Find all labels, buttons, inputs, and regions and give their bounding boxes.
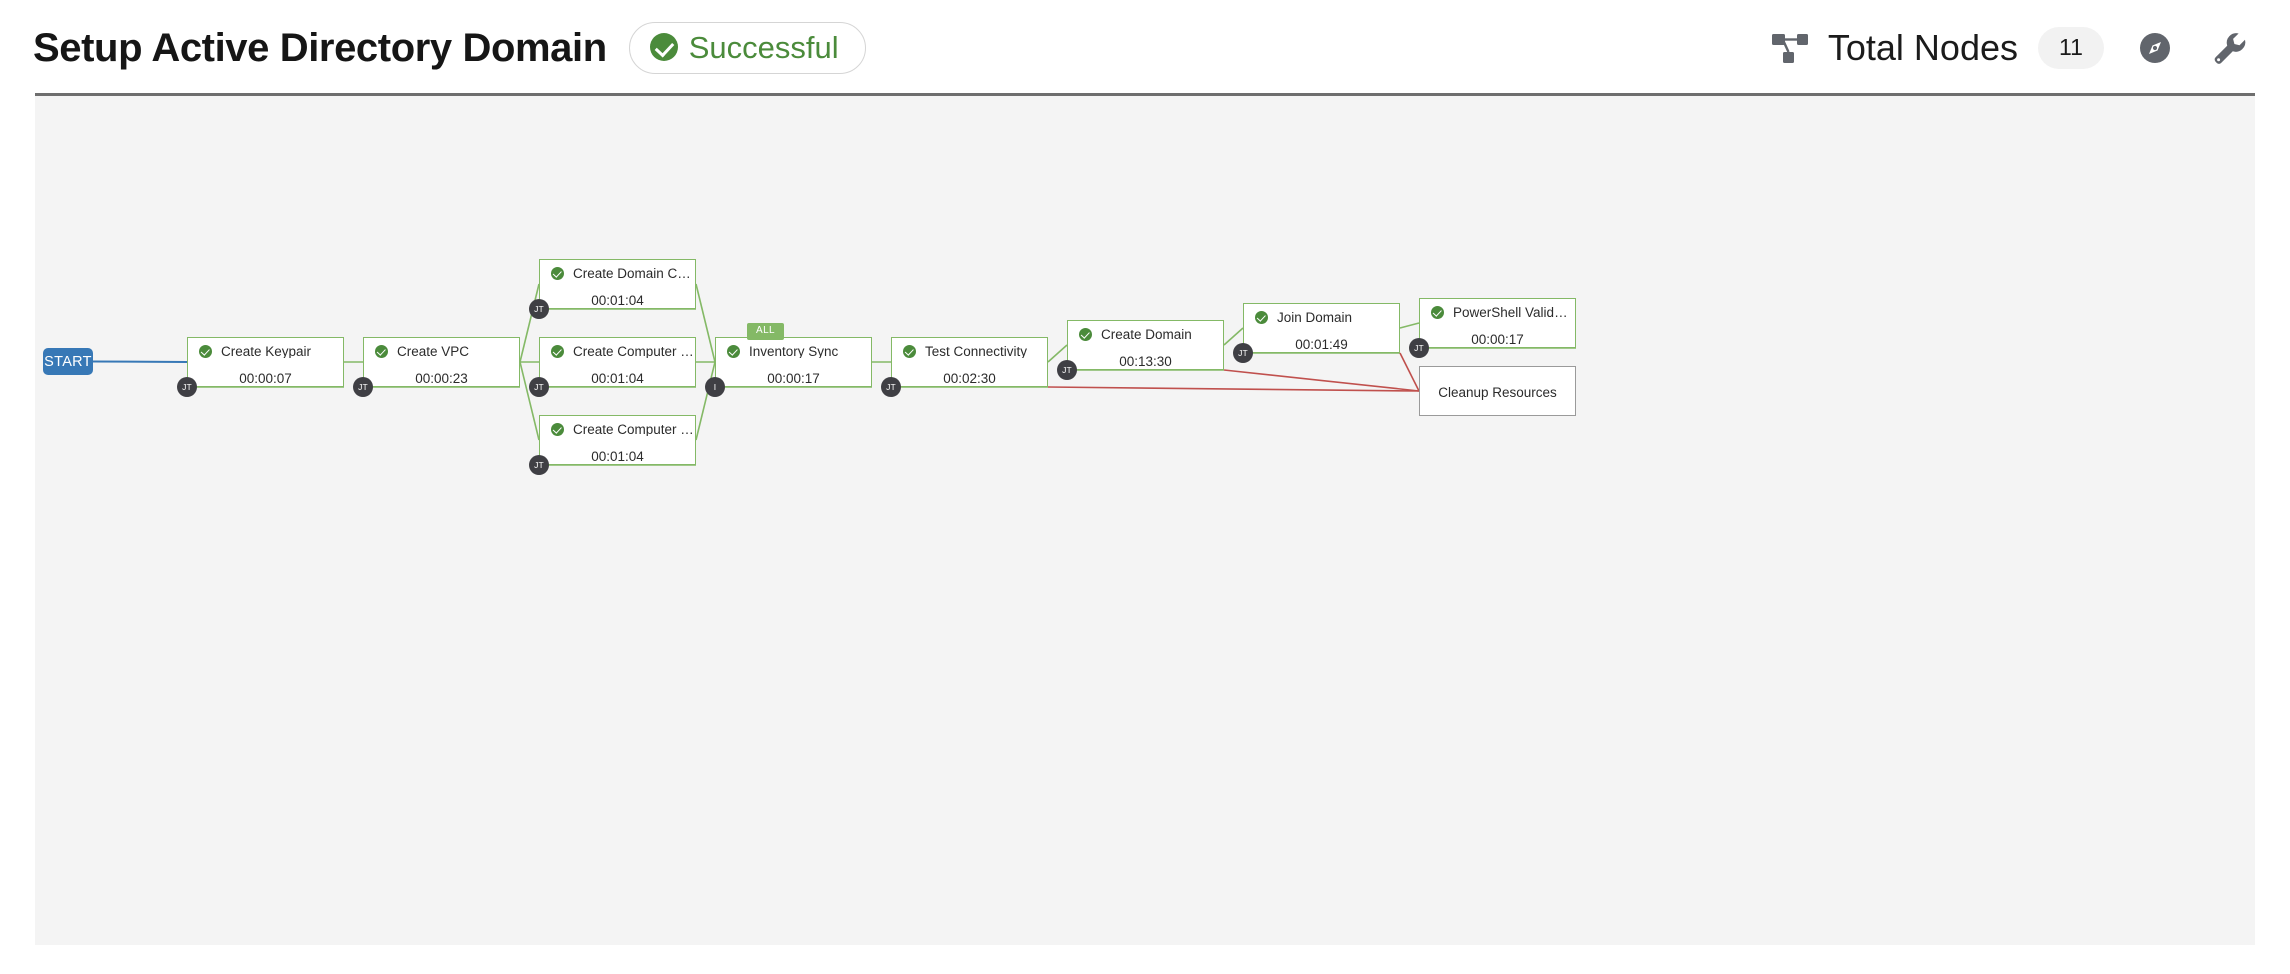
workflow-node-comp2[interactable]: Create Computer (2) 00:01:04 [539,415,696,465]
workflow-edge [1223,327,1244,346]
node-label: Create VPC [397,344,470,358]
workflow-edge [519,283,540,363]
workflow-node-dc[interactable]: Create Domain Contr... 00:01:04 [539,259,696,309]
node-label: Create Domain Contr... [573,266,695,280]
node-avatar[interactable]: JT [177,377,197,397]
check-circle-icon [551,422,564,436]
node-header-row: Create Domain Contr... [540,263,695,284]
workflow-node-comp1[interactable]: Create Computer (1) 00:01:04 [539,337,696,387]
status-badge-label: Successful [688,29,839,65]
check-circle-icon [649,33,678,61]
check-circle-icon [1079,327,1092,341]
node-label: Cleanup Resources [1438,384,1557,400]
node-elapsed-time: 00:13:30 [1119,353,1172,369]
node-avatar[interactable]: JT [1233,343,1253,363]
status-badge: Successful [628,21,866,74]
total-nodes-count: 11 [2038,26,2104,69]
node-header-row: Inventory Sync [716,341,871,362]
workflow-edge [1047,386,1420,392]
node-header-row: Join Domain [1244,307,1399,328]
node-label: Create Keypair [221,344,312,358]
check-circle-icon [903,344,916,358]
node-header-row: Create Domain [1068,324,1223,345]
start-node[interactable]: START [43,348,93,375]
workflow-edge [92,360,188,363]
workflow-edge [1223,369,1420,392]
header-left-group: Setup Active Directory Domain Successful [33,21,866,74]
page-title: Setup Active Directory Domain [33,25,607,70]
workflow-node-psval[interactable]: PowerShell Validation 00:00:17 [1419,298,1576,348]
workflow-edge [1399,352,1420,392]
node-header-row: PowerShell Validation [1420,302,1575,323]
node-header-row: Create VPC [364,341,519,362]
compass-icon[interactable] [2132,25,2178,71]
node-label: Create Domain [1101,327,1192,341]
workflow-edge [519,361,540,441]
node-avatar[interactable]: JT [1057,360,1077,380]
node-label: Join Domain [1277,310,1353,324]
node-header-row: Create Keypair [188,341,343,362]
node-elapsed-time: 00:01:04 [591,448,644,464]
node-header-row: Create Computer (2) [540,419,695,440]
node-label: PowerShell Validation [1453,305,1575,319]
node-avatar[interactable]: JT [1409,338,1429,358]
node-label: Create Computer (2) [573,422,695,436]
workflow-node-testconn[interactable]: Test Connectivity 00:02:30 [891,337,1048,387]
workflow-node-createdom[interactable]: Create Domain 00:13:30 [1067,320,1224,370]
node-avatar[interactable]: JT [529,455,549,475]
node-header-row: Test Connectivity [892,341,1047,362]
check-circle-icon [199,344,212,358]
workflow-edge [1047,344,1068,363]
node-elapsed-time: 00:00:07 [239,370,292,386]
node-avatar[interactable]: I [705,377,725,397]
node-elapsed-time: 00:01:04 [591,370,644,386]
workflow-node-vpc[interactable]: Create VPC 00:00:23 [363,337,520,387]
node-elapsed-time: 00:02:30 [943,370,996,386]
node-elapsed-time: 00:00:23 [415,370,468,386]
check-circle-icon [375,344,388,358]
workflow-edge [695,283,716,363]
header-divider [35,93,2255,96]
node-badge: ALL [747,323,784,340]
workflow-node-inv[interactable]: Inventory Sync 00:00:17 [715,337,872,387]
page-header: Setup Active Directory Domain Successful… [0,0,2290,95]
node-avatar[interactable]: JT [529,377,549,397]
total-nodes-label: Total Nodes [1827,26,2018,68]
workflow-node-keypair[interactable]: Create Keypair 00:00:07 [187,337,344,387]
start-node-label: START [44,353,92,370]
check-circle-icon [727,344,740,358]
node-header-row: Create Computer (1) [540,341,695,362]
workflow-edge [1399,322,1420,329]
node-elapsed-time: 00:00:17 [1471,331,1524,347]
node-avatar[interactable]: JT [881,377,901,397]
node-label: Create Computer (1) [573,344,695,358]
node-elapsed-time: 00:01:49 [1295,336,1348,352]
node-avatar[interactable]: JT [529,299,549,319]
node-label: Inventory Sync [749,344,839,358]
node-label: Test Connectivity [925,344,1028,358]
workflow-node-joindom[interactable]: Join Domain 00:01:49 [1243,303,1400,353]
workflow-node-cleanup[interactable]: Cleanup Resources [1419,366,1576,416]
node-avatar[interactable]: JT [353,377,373,397]
header-right-group: Total Nodes 11 [1770,25,2252,71]
edge-layer [92,283,1576,466]
wrench-icon[interactable] [2206,25,2252,71]
node-elapsed-time: 00:01:04 [591,292,644,308]
sitemap-icon [1770,30,1812,66]
workflow-edge [695,361,716,441]
node-elapsed-time: 00:00:17 [767,370,820,386]
check-circle-icon [1255,310,1268,324]
check-circle-icon [1431,305,1444,319]
check-circle-icon [551,344,564,358]
check-circle-icon [551,266,564,280]
